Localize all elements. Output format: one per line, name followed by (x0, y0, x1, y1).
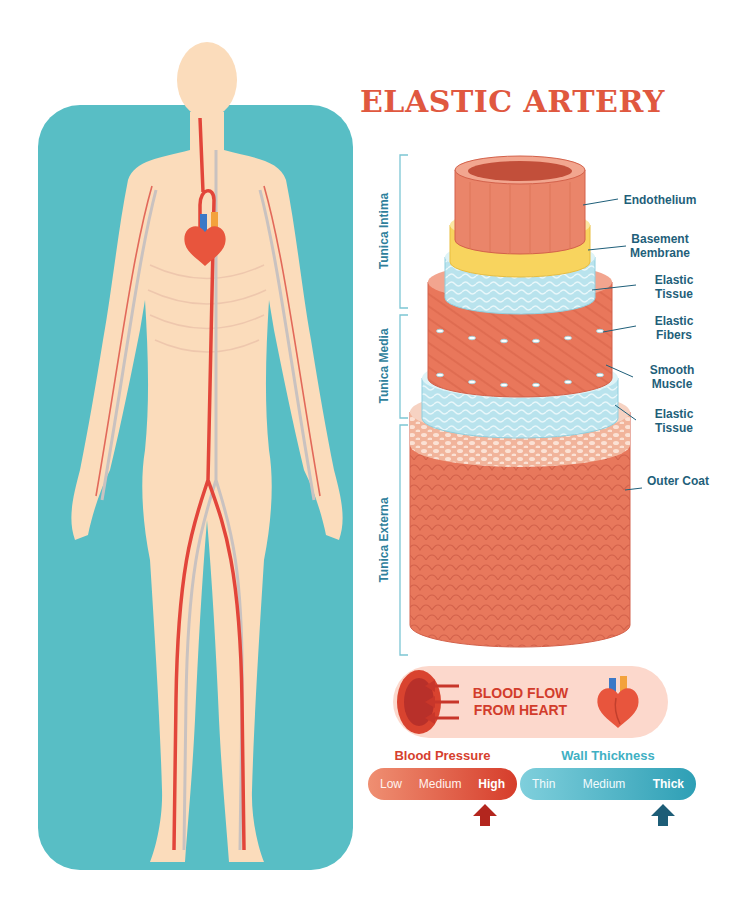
leader-line (615, 405, 636, 420)
elastic-fiber-dots (437, 329, 444, 333)
level-arrow (473, 804, 497, 826)
flow-banner: BLOOD FLOW FROM HEART (393, 666, 668, 738)
elastic-fiber-dots (469, 380, 476, 384)
elastic-fiber-dots (565, 336, 572, 340)
leader-line (625, 488, 642, 490)
flow-arrow (433, 717, 459, 720)
leader-line (588, 246, 626, 250)
flow-label: BLOOD FLOW FROM HEART (468, 685, 573, 720)
elastic-fiber-dots (533, 339, 540, 343)
vessel-opening (404, 678, 434, 726)
flow-arrow (433, 685, 459, 688)
heart-icon (597, 676, 638, 728)
layer-bracket (400, 315, 408, 418)
layer-label: Elastic Tissue (636, 407, 712, 436)
heart-icon (597, 688, 638, 728)
layer-label: Outer Coat (640, 474, 716, 488)
scale-level: Thin (532, 777, 555, 791)
body-figure (71, 42, 342, 862)
layer-group-label: Tunica Externa (377, 497, 391, 582)
banner-fill (393, 666, 668, 738)
layer-group-label: Tunica Intima (377, 193, 391, 269)
diagram-title: ELASTIC ARTERY (360, 84, 665, 119)
layer-label: Endothelium (622, 193, 698, 207)
layer-bracket (400, 425, 408, 655)
leader-line (592, 285, 636, 290)
layer-bracket (400, 155, 408, 655)
flow-arrow (425, 696, 435, 708)
leader-line (603, 326, 636, 332)
artery-endothelium (455, 156, 585, 184)
flow-arrow (433, 701, 459, 704)
elastic-fiber-dots (501, 383, 508, 387)
elastic-fiber-dots (597, 329, 604, 333)
artery-endothelium (455, 156, 585, 254)
heart-icon (615, 698, 620, 724)
artery-outer-coat (410, 412, 630, 647)
scale-level: Medium (419, 777, 462, 791)
scale-heading: Wall Thickness (520, 748, 696, 764)
elastic-fiber-dots (565, 380, 572, 384)
artery-endothelium (468, 161, 572, 181)
elastic-fiber-dots (437, 329, 604, 387)
scale-level: Thick (653, 777, 684, 791)
artery-endothelium (470, 182, 570, 254)
scale-level: High (478, 777, 505, 791)
layer-label: Smooth Muscle (632, 363, 712, 392)
layer-bracket (400, 155, 408, 308)
layer-label: Basement Membrane (622, 232, 698, 261)
layer-label: Elastic Fibers (636, 314, 712, 343)
elastic-fiber-dots (437, 373, 444, 377)
scale-track: Low Medium High (368, 768, 517, 800)
scale-bar: Wall ThicknessThin Medium Thick (520, 748, 696, 800)
elastic-fiber-dots (597, 373, 604, 377)
level-arrow (651, 804, 675, 826)
vessel-opening (397, 670, 441, 734)
scale-level: Low (380, 777, 402, 791)
flow-arrow (425, 680, 435, 692)
body-figure (184, 226, 225, 266)
elastic-fiber-dots (469, 336, 476, 340)
elastic-fiber-dots (501, 339, 508, 343)
elastic-fiber-dots (533, 383, 540, 387)
body-figure (102, 150, 314, 850)
scale-bar: Blood PressureLow Medium High (368, 748, 517, 800)
layer-group-label: Tunica Media (377, 328, 391, 403)
body-figure (148, 265, 266, 352)
flow-arrow (425, 712, 435, 724)
body-panel (38, 105, 353, 870)
scale-level: Medium (583, 777, 626, 791)
leader-line (606, 365, 633, 377)
scale-heading: Blood Pressure (368, 748, 517, 764)
layer-label: Elastic Tissue (636, 273, 712, 302)
body-figure (71, 112, 342, 862)
scale-track: Thin Medium Thick (520, 768, 696, 800)
body-figure (177, 42, 237, 118)
body-figure (174, 118, 244, 850)
leader-line (583, 199, 618, 205)
